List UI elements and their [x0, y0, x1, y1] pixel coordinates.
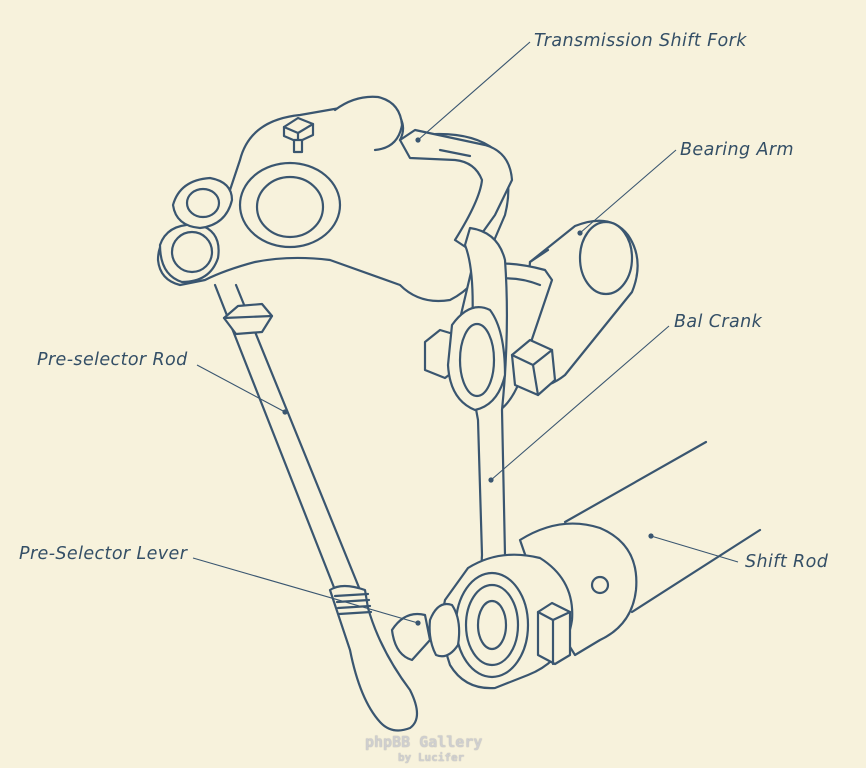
shift-rod — [563, 440, 762, 614]
watermark-title: phpBB Gallery — [365, 733, 483, 751]
lower-bearing — [428, 553, 574, 690]
leaders — [192, 41, 739, 626]
label-pre-selector-rod: Pre-selector Rod — [37, 350, 188, 370]
bearing-arm — [518, 219, 639, 388]
leader-pre-selector-rod — [196, 364, 286, 413]
label-bearing-arm: Bearing Arm — [680, 140, 794, 160]
leader-dot — [648, 533, 654, 539]
watermark-byline: by Lucifer — [398, 751, 465, 764]
bal-crank — [446, 226, 509, 580]
label-pre-selector-lever: Pre-Selector Lever — [19, 544, 188, 564]
label-bal-crank: Bal Crank — [674, 312, 763, 332]
pre-selector-rod — [213, 283, 362, 592]
leader-bal-crank — [490, 325, 670, 481]
leader-dot — [282, 409, 288, 415]
shift-fork-housing — [156, 95, 514, 303]
leader-dot — [577, 230, 583, 236]
leader-dot — [488, 477, 494, 483]
pre-selector-lever — [328, 584, 432, 732]
label-shift-rod: Shift Rod — [745, 552, 829, 572]
leader-pre-selector-lever — [192, 557, 419, 624]
leader-bearing-arm — [579, 149, 677, 234]
leader-dot — [415, 620, 421, 626]
label-transmission-shift-fork: Transmission Shift Fork — [534, 31, 747, 51]
leader-shift-rod — [650, 535, 739, 563]
leader-dot — [415, 137, 421, 143]
leader-transmission-shift-fork — [417, 41, 531, 141]
